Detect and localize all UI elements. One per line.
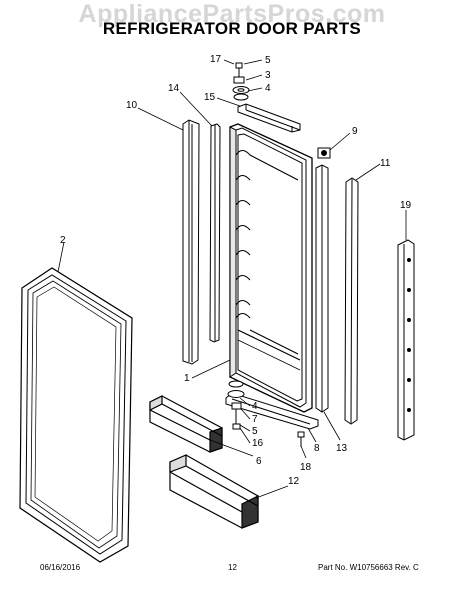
part-door-edge-strip <box>315 164 329 413</box>
callout-5-bottom: 5 <box>252 426 258 437</box>
part-trim-strip-left <box>182 119 200 365</box>
callout-3: 3 <box>265 70 271 81</box>
callout-1: 1 <box>184 373 190 384</box>
door-shelf-ribs <box>235 149 299 355</box>
footer-part-number: Part No. W10756663 Rev. C <box>318 563 419 572</box>
callout-14: 14 <box>168 83 180 94</box>
callout-19: 19 <box>400 200 412 211</box>
part-top-hinge-hardware <box>232 62 250 101</box>
callout-16: 16 <box>252 438 264 449</box>
callout-2: 2 <box>60 235 66 246</box>
part-handle-bracket <box>317 147 331 159</box>
callout-18: 18 <box>300 462 312 473</box>
part-rail-bracket <box>397 239 415 441</box>
callout-8: 8 <box>314 443 320 454</box>
footer-page-number: 12 <box>228 563 237 572</box>
part-trim-strip-right <box>344 177 359 425</box>
callout-6: 6 <box>256 456 262 467</box>
callout-11: 11 <box>380 158 391 169</box>
callout-leader-lines <box>57 59 407 499</box>
part-bottom-hinge-hardware <box>227 380 305 447</box>
part-door-liner <box>229 123 313 413</box>
callout-4-top: 4 <box>265 83 271 94</box>
callout-13: 13 <box>336 443 348 454</box>
callout-12: 12 <box>288 476 300 487</box>
part-large-door-bin <box>169 454 259 529</box>
callout-9: 9 <box>352 126 358 137</box>
part-top-cap <box>237 103 301 133</box>
part-door-gasket <box>19 267 133 563</box>
callout-5-top: 5 <box>265 55 271 66</box>
callout-4-bottom: 4 <box>252 401 258 412</box>
part-hinge-side-strip <box>209 123 221 343</box>
footer-date: 06/16/2016 <box>40 563 81 572</box>
callout-10: 10 <box>126 100 138 111</box>
diagram-title: REFRIGERATOR DOOR PARTS <box>102 19 362 38</box>
part-small-door-bin <box>149 395 223 453</box>
callout-numbers: 17 5 3 4 15 14 10 9 11 2 19 1 4 7 5 16 8… <box>60 54 412 487</box>
callout-7: 7 <box>252 414 258 425</box>
callout-15: 15 <box>204 92 216 103</box>
watermark-text: AppliancePartsPros.com <box>78 0 386 28</box>
callout-17: 17 <box>210 54 222 65</box>
